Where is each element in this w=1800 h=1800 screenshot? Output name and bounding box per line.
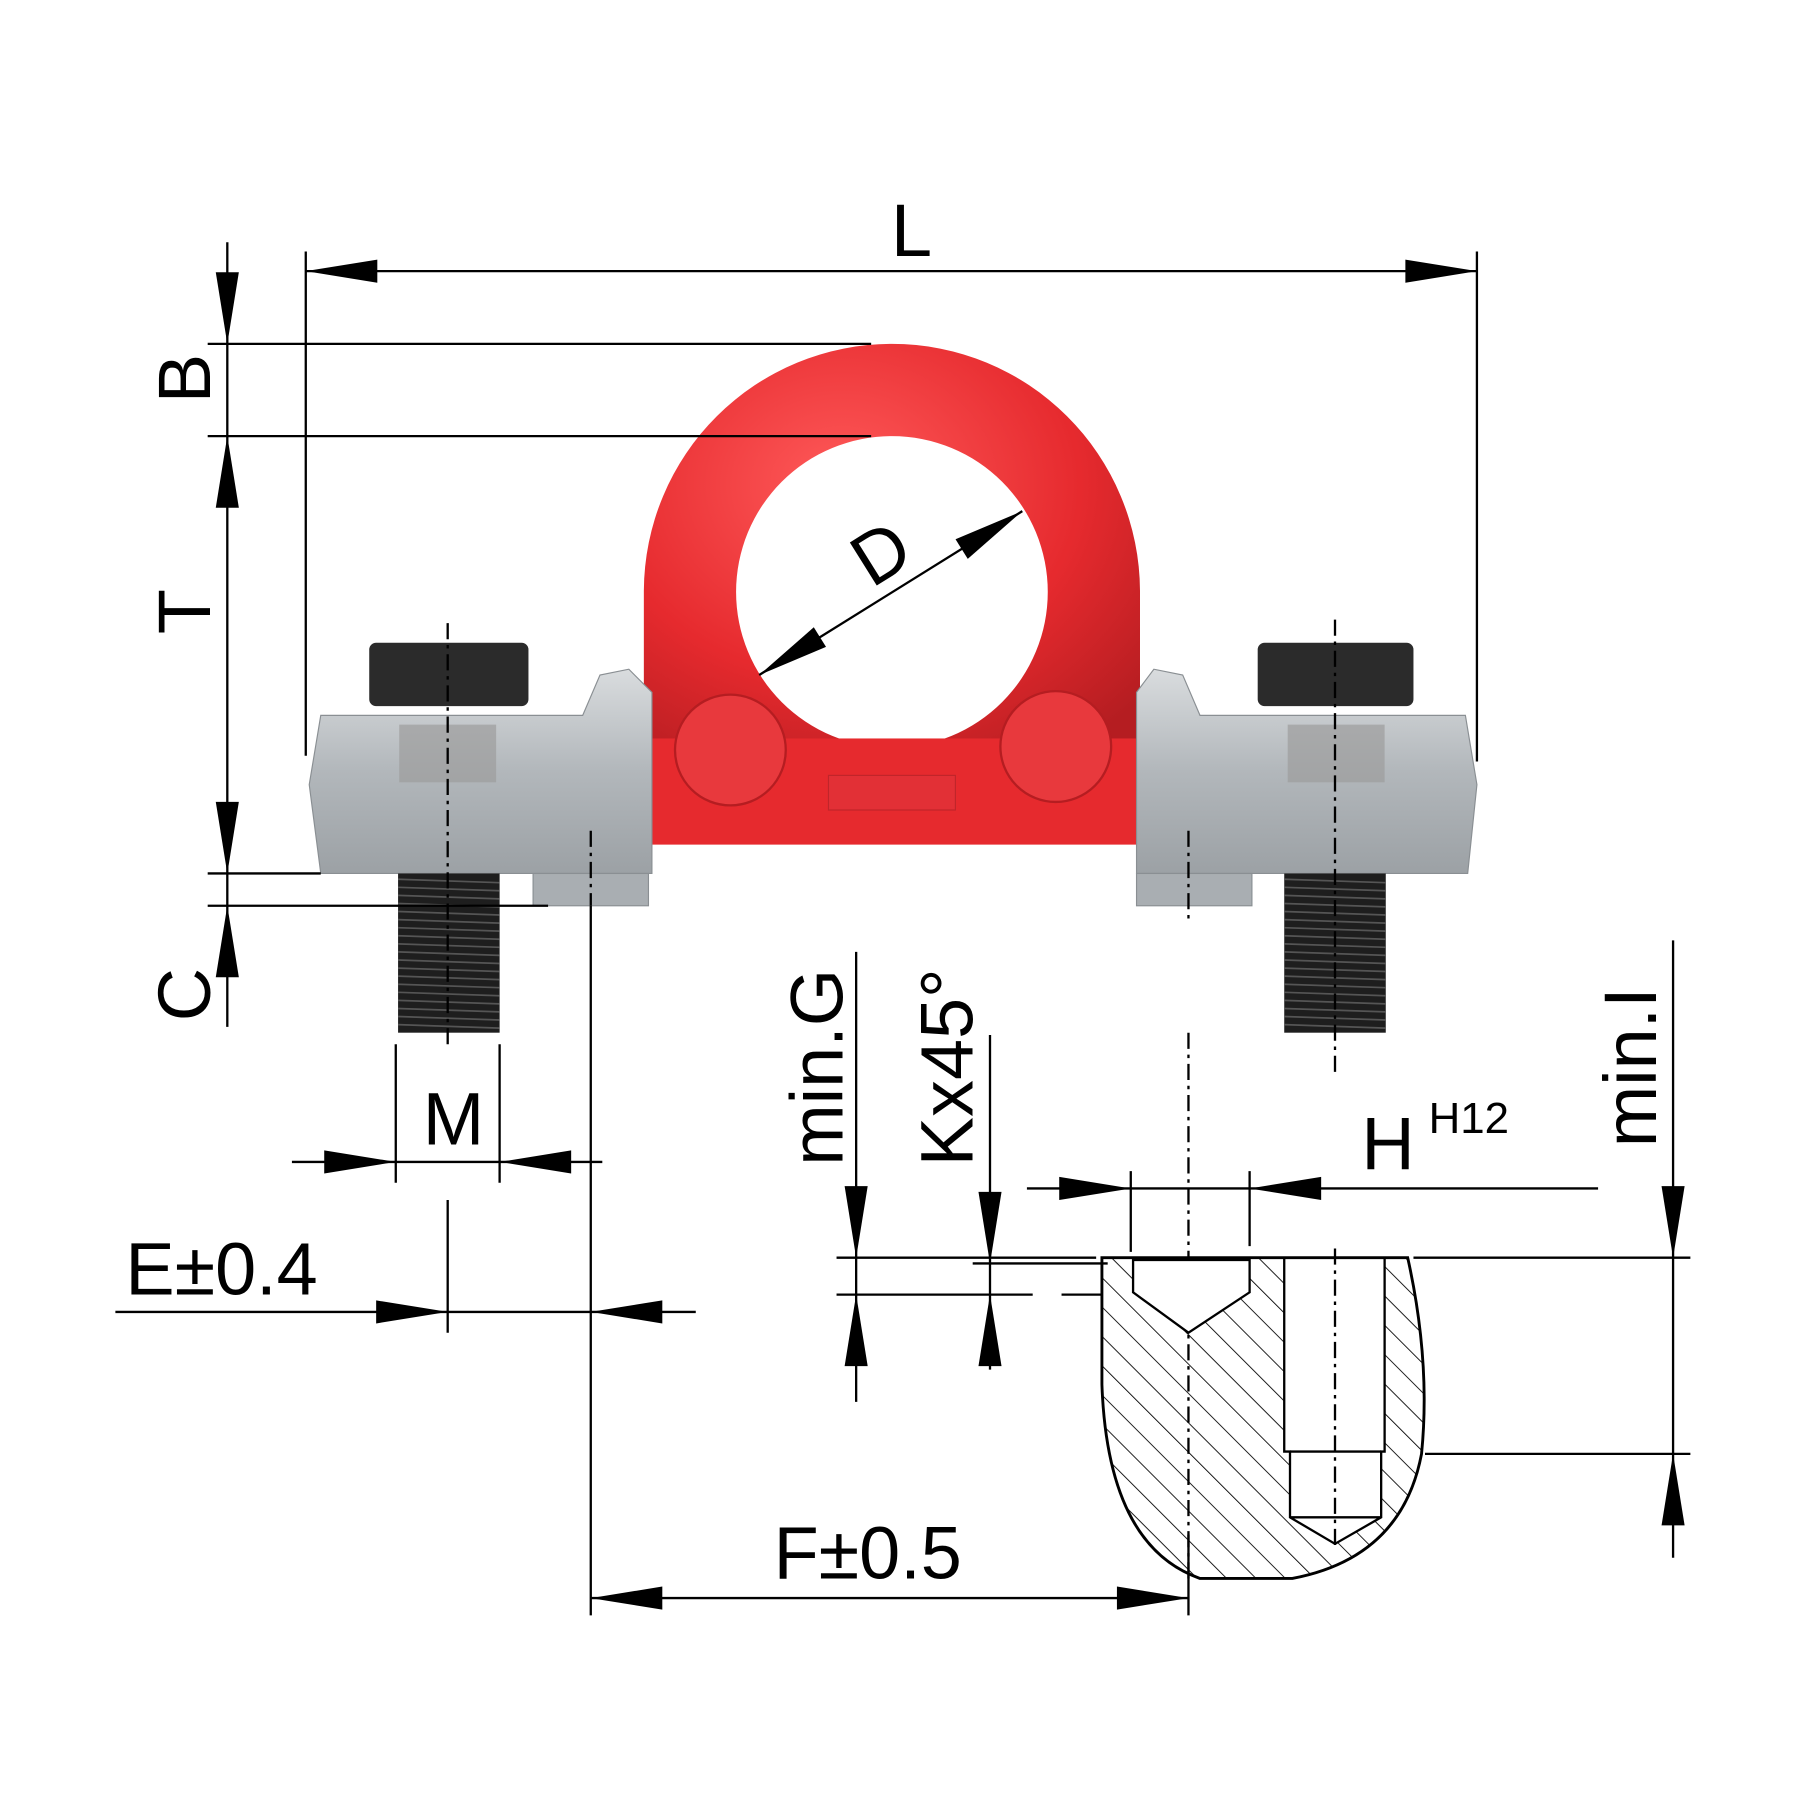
dim-label-H: H (1361, 1102, 1414, 1185)
thread-line (1284, 918, 1386, 924)
dimension-arrowhead (844, 1186, 868, 1258)
dim-label-M: M (423, 1078, 484, 1161)
thread-line (398, 886, 500, 892)
dimension-arrowhead (978, 1294, 1002, 1367)
dimension-arrowhead (215, 436, 239, 508)
dimension-arrowhead (1059, 1176, 1131, 1200)
dimension-lines (115, 242, 1691, 1616)
dim-label-min-I: min.I (1589, 987, 1672, 1147)
dimension-arrowhead (1249, 1176, 1322, 1200)
thread-line (1284, 926, 1386, 933)
thread-line (1284, 894, 1386, 900)
dimension-arrowhead (978, 1191, 1002, 1264)
dimension-arrowhead (955, 511, 1023, 559)
thread-line (1284, 1007, 1386, 1013)
dimension-arrowhead (215, 801, 239, 874)
dimension-arrowhead (759, 627, 827, 675)
dimension-arrowhead (590, 1300, 663, 1324)
right-pivot (999, 689, 1113, 804)
thread-line (398, 951, 500, 957)
thread-line (398, 926, 500, 933)
dim-label-F: F±0.5 (774, 1511, 962, 1594)
thread-line (1284, 886, 1386, 892)
dimension-arrowhead (1661, 1186, 1685, 1258)
dimension-arrowhead (844, 1294, 868, 1367)
thread-line (398, 1023, 500, 1029)
dimension-arrowhead (590, 1586, 663, 1610)
dim-label-C: C (143, 968, 226, 1021)
dimension-arrowhead (499, 1150, 572, 1174)
dim-label-T: T (143, 589, 226, 634)
dimension-arrowhead (1405, 259, 1477, 283)
thread-line (398, 1015, 500, 1021)
dimension-arrowhead (324, 1150, 396, 1174)
dimension-arrowhead (1661, 1453, 1685, 1526)
dimension-arrowhead (376, 1300, 448, 1324)
dimension-arrowhead (1116, 1586, 1189, 1610)
thread-line (398, 918, 500, 924)
lifting-ring (643, 343, 1140, 845)
dim-label-L: L (891, 189, 932, 272)
dim-label-K: Kx45° (906, 968, 989, 1166)
thread-line (398, 991, 500, 997)
dim-label-B: B (143, 354, 226, 403)
dim-label-H-tolerance: H12 (1429, 1094, 1509, 1143)
thread-line (398, 983, 500, 989)
dimension-arrowhead (215, 272, 239, 344)
mounting-section-view (1100, 1248, 1426, 1580)
thread-line (398, 959, 500, 965)
dim-label-E: E±0.4 (125, 1228, 317, 1311)
dim-label-min-G: min.G (775, 969, 858, 1166)
dimension-arrowhead (215, 905, 239, 978)
thread-line (1284, 959, 1386, 965)
left-pivot (673, 693, 787, 807)
dim-label-D: D (836, 504, 925, 603)
dimension-arrowhead (305, 259, 378, 283)
